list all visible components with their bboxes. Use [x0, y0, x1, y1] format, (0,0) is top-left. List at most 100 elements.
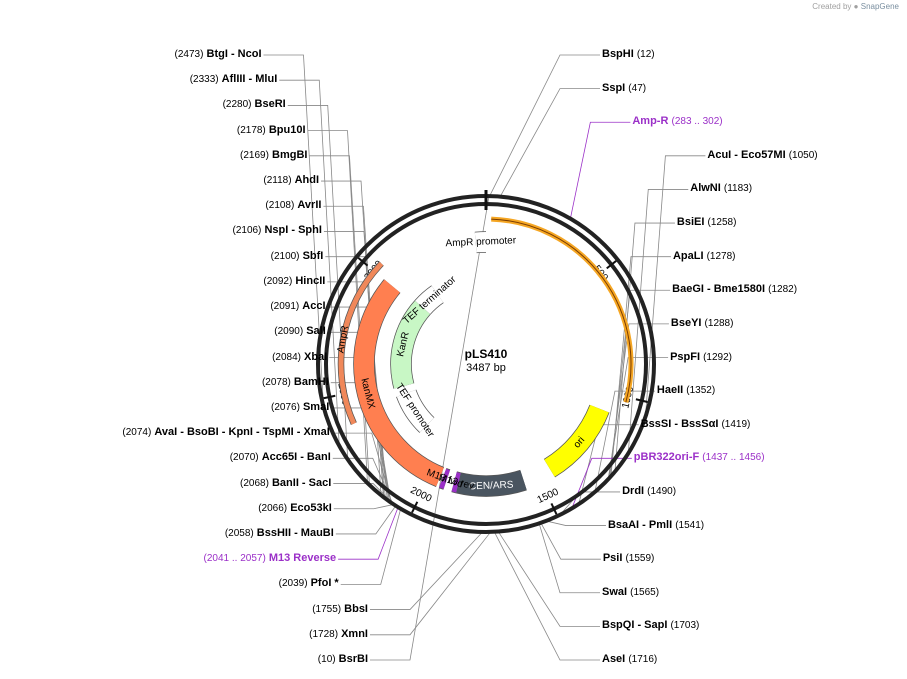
- enzyme-name: BamHI: [293, 375, 329, 388]
- primer-range: (1437 .. 1456): [702, 452, 765, 464]
- site-leader-line: [489, 54, 600, 197]
- enzyme-name: AvaI - BsoBI - KpnI - TspMI - XmaI: [154, 426, 330, 439]
- enzyme-name: SalI: [306, 325, 326, 338]
- restriction-site-label[interactable]: (2070) Acc65I - BanI: [230, 451, 331, 464]
- restriction-site-label[interactable]: (2178) Bpu10I: [237, 124, 306, 137]
- restriction-site-label[interactable]: AcuI - Eco57MI (1050): [707, 149, 817, 162]
- restriction-site-label[interactable]: PspFI (1292): [670, 351, 732, 364]
- site-position: (1565): [630, 586, 660, 598]
- restriction-site-label[interactable]: (10) BsrBI: [318, 653, 368, 666]
- primer-label[interactable]: Amp-R (283 .. 302): [632, 115, 722, 128]
- enzyme-name: BseRI: [254, 98, 286, 111]
- enzyme-name: BsrBI: [338, 653, 368, 665]
- restriction-site-label[interactable]: BsaAI - PmlI (1541): [608, 519, 704, 532]
- site-position: (2106): [232, 225, 262, 237]
- site-position: (12): [636, 49, 655, 60]
- site-position: (1490): [647, 485, 677, 497]
- site-position: (1288): [704, 317, 734, 329]
- backbone-ring: [316, 190, 656, 534]
- primer-label[interactable]: (2041 .. 2057) M13 Reverse: [204, 552, 337, 565]
- restriction-site-label[interactable]: (2039) PfoI *: [279, 577, 339, 590]
- restriction-site-label[interactable]: (2473) BtgI - NcoI: [175, 48, 262, 61]
- site-position: (2078): [261, 376, 291, 388]
- restriction-site-label[interactable]: (1755) BbsI: [312, 603, 368, 616]
- restriction-site-label[interactable]: BspHI (12): [602, 48, 655, 61]
- site-leader-line: [493, 531, 600, 661]
- site-leader-line: [499, 88, 600, 197]
- enzyme-name: AhdI: [294, 174, 320, 187]
- site-leader-line: [497, 531, 600, 627]
- restriction-site-label[interactable]: (2118) AhdI: [263, 174, 319, 187]
- restriction-site-label[interactable]: (2068) BanII - SacI: [240, 477, 331, 490]
- restriction-site-label[interactable]: (2066) Eco53kI: [258, 502, 332, 515]
- site-leader-line: [627, 189, 689, 454]
- enzyme-name: SspI: [602, 81, 626, 94]
- site-position: (1716): [628, 654, 658, 665]
- enzyme-name: SwaI: [602, 585, 628, 598]
- feature-arrow: [415, 285, 444, 315]
- restriction-site-label[interactable]: (2091) AccI: [270, 300, 325, 313]
- restriction-site-label[interactable]: SwaI (1565): [602, 586, 659, 599]
- enzyme-name: BspQI - SapI: [602, 619, 668, 632]
- restriction-site-label[interactable]: BaeGI - Bme1580I (1282): [672, 283, 797, 296]
- restriction-site-label[interactable]: BsiEI (1258): [677, 216, 736, 229]
- enzyme-name: SmaI: [302, 400, 330, 413]
- restriction-site-label[interactable]: BspQI - SapI (1703): [602, 619, 699, 632]
- site-position: (2091): [270, 301, 300, 313]
- plasmid-name: pLS410: [465, 347, 508, 361]
- feature-arrow: [451, 472, 461, 493]
- restriction-site-label[interactable]: (2084) XbaI: [272, 351, 327, 364]
- site-leader-line: [540, 522, 601, 560]
- enzyme-name: SbfI: [302, 249, 324, 262]
- site-leader-line: [545, 520, 606, 526]
- restriction-site-label[interactable]: (2333) AflIII - MluI: [190, 73, 278, 86]
- site-leader-line: [370, 531, 492, 636]
- feature-arrow: [354, 279, 444, 487]
- restriction-site-label[interactable]: (2092) HincII: [263, 275, 325, 288]
- outer-annotation-arc: [491, 216, 634, 403]
- restriction-site-label[interactable]: (2076) SmaI: [271, 401, 329, 414]
- site-position: (10): [317, 654, 336, 665]
- feature-arrow: [396, 389, 435, 433]
- restriction-site-label[interactable]: BseYI (1288): [671, 317, 734, 330]
- restriction-site-label[interactable]: (2090) SalI: [274, 325, 326, 338]
- restriction-site-label[interactable]: HaeII (1352): [657, 384, 715, 397]
- site-leader-line: [571, 457, 632, 509]
- enzyme-name: BsiEI: [676, 216, 705, 229]
- restriction-site-label[interactable]: AlwNI (1183): [690, 182, 752, 195]
- restriction-site-label[interactable]: (2108) AvrII: [265, 199, 321, 212]
- primer-name: Amp-R: [632, 115, 669, 128]
- tick-label: 1500: [536, 486, 561, 506]
- restriction-site-label[interactable]: BssSI - BssSαI (1419): [641, 418, 751, 431]
- restriction-site-label[interactable]: (2169) BmgBI: [240, 149, 307, 162]
- restriction-site-label[interactable]: (2106) NspI - SphI: [232, 224, 321, 237]
- feature-label: AmpR: [335, 325, 351, 354]
- site-position: (1292): [703, 351, 732, 363]
- restriction-site-label[interactable]: (2058) BssHII - MauBI: [225, 527, 334, 540]
- site-position: (1703): [670, 620, 700, 632]
- restriction-site-label[interactable]: (2074) AvaI - BsoBI - KpnI - TspMI - Xma…: [122, 426, 329, 439]
- restriction-site-label[interactable]: AseI (1716): [602, 653, 657, 666]
- restriction-site-label[interactable]: (2100) SbfI: [271, 250, 324, 263]
- restriction-site-label[interactable]: ApaLI (1278): [673, 250, 736, 263]
- enzyme-name: Acc65I - BanI: [261, 451, 331, 464]
- site-position: (2084): [272, 351, 301, 363]
- restriction-site-label[interactable]: DrdI (1490): [622, 485, 676, 498]
- enzyme-name: BanII - SacI: [271, 476, 332, 489]
- outer-annotation-arc-core: [491, 218, 632, 403]
- feature-arrow: [544, 404, 609, 477]
- site-position: (2074): [122, 427, 152, 439]
- site-position: (2108): [265, 200, 295, 212]
- restriction-site-label[interactable]: PsiI (1559): [603, 552, 655, 565]
- site-leader-line: [370, 195, 490, 661]
- restriction-site-label[interactable]: (1728) XmnI: [309, 628, 368, 641]
- primer-label[interactable]: pBR322ori-F (1437 .. 1456): [634, 451, 765, 464]
- restriction-site-label[interactable]: (2078) BamHI: [262, 376, 329, 389]
- feature-arrows: [337, 216, 634, 497]
- primer-name: pBR322ori-F: [633, 451, 700, 464]
- restriction-site-label[interactable]: SspI (47): [602, 82, 646, 95]
- restriction-site-label[interactable]: (2280) BseRI: [223, 98, 286, 111]
- site-position: (1183): [723, 183, 753, 195]
